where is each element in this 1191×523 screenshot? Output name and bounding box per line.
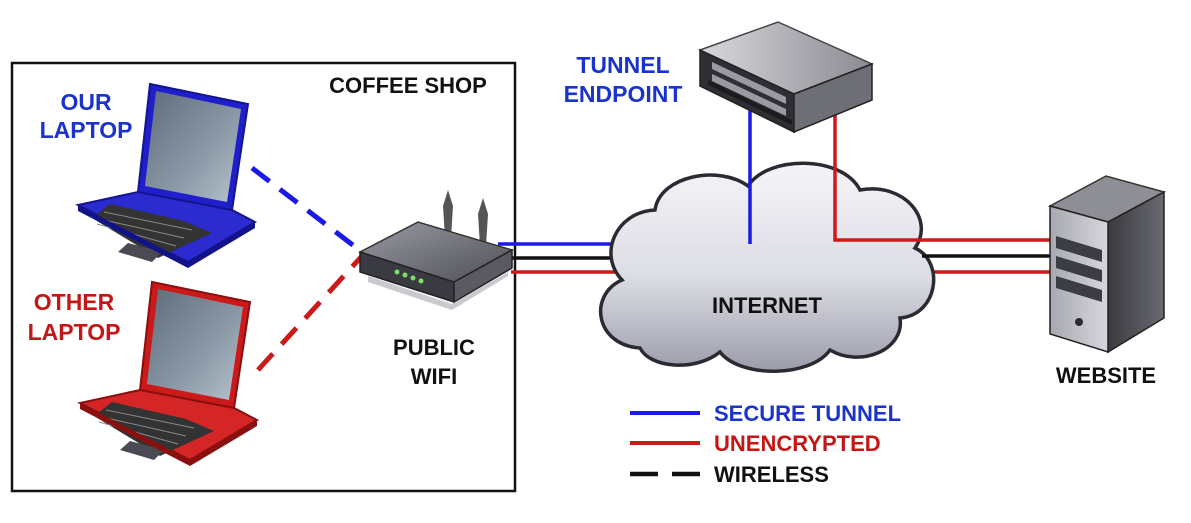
legend-label-unencrypted: UNENCRYPTED (714, 431, 881, 456)
other-laptop-label-line1: OTHER (34, 289, 115, 315)
legend-item-secure-tunnel: SECURE TUNNEL (630, 401, 901, 426)
tunnel-endpoint-server: TUNNEL ENDPOINT (564, 21, 874, 134)
wireless-link-our-laptop (250, 166, 364, 254)
laptop-icon (75, 82, 258, 268)
coffee-shop-boundary (10, 61, 517, 493)
legend-label-secure-tunnel: SECURE TUNNEL (714, 401, 901, 426)
cloud-lines (748, 110, 1052, 258)
legend: SECURE TUNNEL UNENCRYPTED WIRELESS (630, 401, 901, 487)
internet-cloud: INTERNET (598, 161, 936, 373)
router-icon (358, 190, 514, 310)
server-rack-icon (698, 21, 874, 134)
internet-label: INTERNET (712, 293, 823, 318)
our-laptop-label-line1: OUR (60, 89, 112, 115)
website-label: WEBSITE (1056, 363, 1156, 388)
server-tower-icon (1047, 175, 1167, 354)
coffee-shop-label: COFFEE SHOP (329, 73, 487, 98)
public-wifi-router: PUBLIC WIFI (358, 190, 514, 389)
wireless-link-other-laptop (256, 254, 364, 372)
our-laptop-label-line2: LAPTOP (40, 117, 133, 143)
unencrypted-endpoint-to-website (833, 112, 1052, 242)
other-laptop: OTHER LAPTOP (28, 280, 260, 466)
cloud-icon (598, 161, 936, 373)
laptop-icon (77, 280, 260, 466)
legend-item-wireless: WIRELESS (630, 462, 829, 487)
website-server: WEBSITE (1047, 175, 1167, 388)
legend-label-wireless: WIRELESS (714, 462, 829, 487)
tunnel-endpoint-label-line2: ENDPOINT (564, 81, 683, 107)
tunnel-endpoint-label-line1: TUNNEL (576, 52, 669, 78)
public-wifi-label-line2: WIFI (411, 364, 457, 389)
public-wifi-label-line1: PUBLIC (393, 335, 475, 360)
other-laptop-label-line2: LAPTOP (28, 319, 121, 345)
our-laptop: OUR LAPTOP (40, 82, 258, 268)
legend-item-unencrypted: UNENCRYPTED (630, 431, 881, 456)
